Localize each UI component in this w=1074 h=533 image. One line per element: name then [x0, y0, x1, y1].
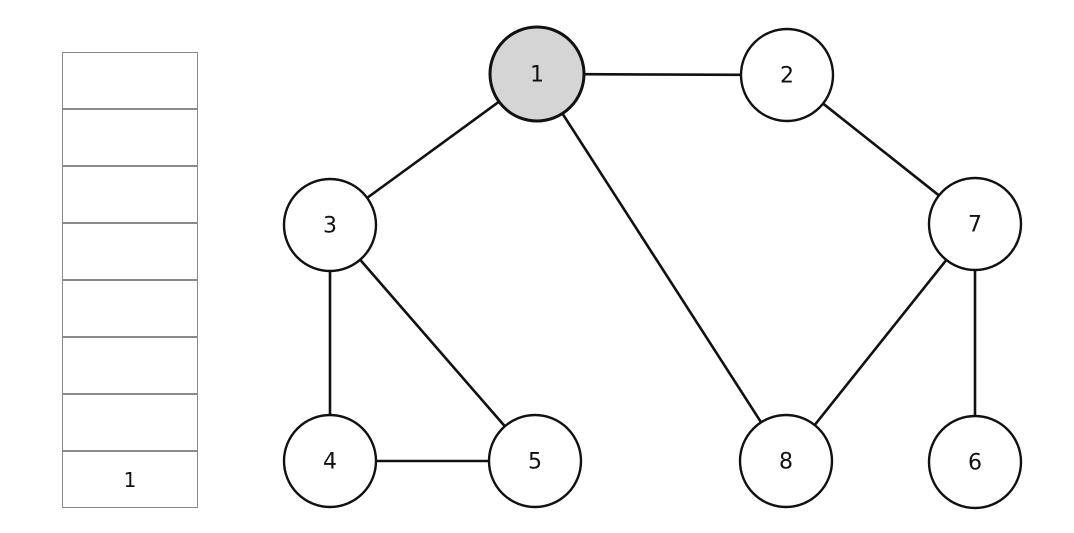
graph-node-4[interactable]: 4: [282, 413, 378, 509]
graph-node-circle-2[interactable]: [739, 27, 835, 123]
graph-node-label-1: 1: [530, 63, 544, 88]
graph-node-circle-5[interactable]: [487, 413, 583, 509]
graph-node-label-8: 8: [779, 450, 793, 475]
graph-node-circle-7[interactable]: [927, 176, 1023, 272]
graph-node-label-6: 6: [968, 451, 982, 476]
stack-cell-value: 1: [123, 467, 137, 492]
stack-cell[interactable]: [62, 52, 198, 109]
stack-cell[interactable]: 1: [62, 451, 198, 508]
node-layer: 1 2 3 7 4 5 8 6: [282, 25, 1023, 510]
graph-edge-1-3: [365, 99, 502, 200]
graph-edge-7-8: [812, 257, 949, 428]
graph-node-label-2: 2: [780, 64, 794, 89]
graph-edge-1-8: [560, 111, 763, 425]
stack-cell[interactable]: [62, 280, 198, 337]
stack-container: 1: [62, 52, 198, 508]
graph-node-3[interactable]: 3: [282, 177, 378, 273]
graph-node-2[interactable]: 2: [739, 27, 835, 123]
graph-node-6[interactable]: 6: [927, 414, 1023, 510]
edge-layer: [328, 72, 977, 463]
graph-node-label-3: 3: [323, 214, 337, 239]
stack-cell[interactable]: [62, 337, 198, 394]
stack-cell[interactable]: [62, 166, 198, 223]
graph-node-7[interactable]: 7: [927, 176, 1023, 272]
graph-node-circle-1[interactable]: [488, 25, 586, 123]
graph-node-circle-4[interactable]: [282, 413, 378, 509]
graph-node-label-5: 5: [528, 450, 542, 475]
graph-node-label-4: 4: [323, 450, 337, 475]
stack-cell[interactable]: [62, 109, 198, 166]
graph-edge-2-7: [820, 101, 942, 198]
graph-node-circle-8[interactable]: [738, 413, 834, 509]
graph-edge-1-2: [581, 72, 744, 77]
graph-node-label-7: 7: [968, 213, 982, 238]
graph-node-5[interactable]: 5: [487, 413, 583, 509]
graph-node-circle-6[interactable]: [927, 414, 1023, 510]
graph-node-1[interactable]: 1: [488, 25, 586, 123]
graph-edge-3-5: [358, 257, 507, 429]
graph-node-circle-3[interactable]: [282, 177, 378, 273]
stack-cell[interactable]: [62, 223, 198, 280]
stack-cell[interactable]: [62, 394, 198, 451]
graph-node-8[interactable]: 8: [738, 413, 834, 509]
